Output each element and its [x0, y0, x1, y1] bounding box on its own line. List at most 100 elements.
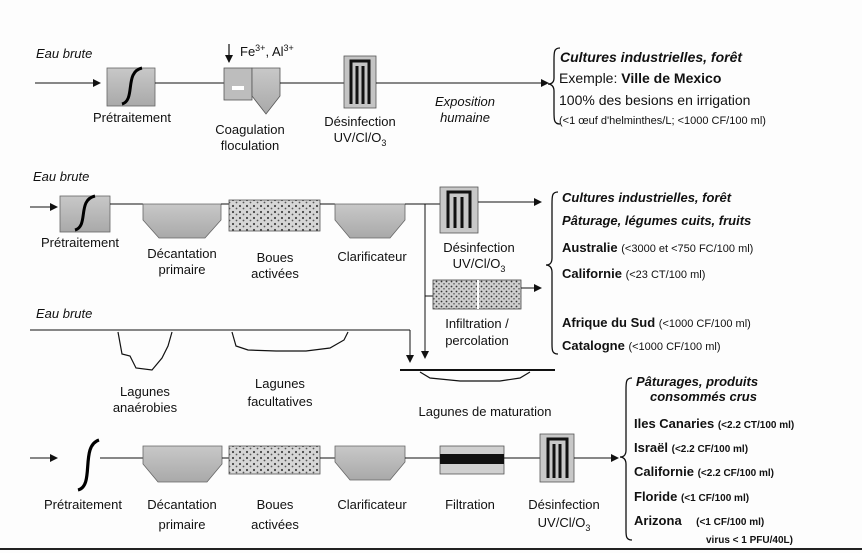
r4-outcome-brace — [619, 377, 633, 541]
r4-item-3-value: (<1 CF/100 ml) — [680, 493, 750, 504]
r4-disinfection-agents-sub: 3 — [585, 523, 591, 533]
r4-item-3-name: Floride — [634, 489, 678, 504]
r4-clarifier — [334, 445, 406, 481]
r2-uv-unit — [439, 186, 479, 234]
r4-clarifier-label: Clarificateur — [337, 497, 407, 512]
r4-outcome-item-4: Arizona (<1 CF/100 ml) — [634, 513, 764, 530]
r2-clarifier — [334, 203, 406, 239]
r3-maturation-lagoon — [419, 371, 531, 382]
r4-item-2-name: Californie — [634, 464, 694, 479]
r2-outcome-item-2: Afrique du Sud (<1000 CF/100 ml) — [562, 315, 751, 332]
r2-pretreatment-screen — [74, 194, 96, 232]
r2-input-label: Eau brute — [33, 169, 90, 184]
r1-flocculation-hopper — [251, 67, 281, 115]
r2-infiltration-label-2: percolation — [445, 333, 509, 348]
r2-activated-sludge — [228, 199, 321, 232]
reagent-fe-charge: 3+ — [255, 43, 266, 53]
r2-sludge-label-2: activées — [251, 266, 299, 281]
r3-anaerobic-lagoon — [117, 331, 173, 371]
r2-pretreatment-label: Prétraitement — [41, 235, 120, 250]
r2-item-3-value: (<1000 CF/100 ml) — [628, 341, 721, 353]
r2-outcome-title1: Cultures industrielles, forêt — [562, 190, 732, 205]
r4-item-1-name: Israël — [634, 440, 668, 455]
r1-outcome-title: Cultures industrielles, forêt — [560, 49, 743, 65]
r4-disinfection-agents-text: UV/Cl/O — [537, 515, 586, 530]
r1-exposure-label-2: humaine — [440, 110, 490, 125]
r2-outcome-item-0: Australie (<3000 et <750 FC/100 ml) — [562, 240, 753, 257]
r1-coagulation-tank — [223, 67, 253, 101]
r3-anaerobic-label-2: anaérobies — [112, 400, 178, 415]
r4-item-4-name: Arizona — [634, 513, 682, 528]
r2-outcome-title2: Pâturage, légumes cuits, fruits — [562, 213, 752, 228]
reagent-label: Fe3+, Al3+ — [240, 43, 294, 61]
r1-outcome-example: Exemple: Ville de Mexico — [559, 71, 721, 86]
r2-disinfection-agents-text: UV/Cl/O — [452, 256, 501, 271]
reagent-fe: Fe — [240, 44, 256, 59]
r4-pretreatment-screen — [77, 438, 100, 492]
r1-pretreatment-label: Prétraitement — [92, 110, 172, 125]
r4-outcome-item-3: Floride (<1 CF/100 ml) — [634, 489, 749, 506]
r4-filter — [439, 445, 505, 475]
r2-item-2-value: (<1000 CF/100 ml) — [658, 318, 751, 330]
r2-disinfection-label: Désinfection — [443, 240, 515, 255]
r1-coagulation-label: Coagulation — [215, 122, 285, 137]
r3-maturation-label: Lagunes de maturation — [418, 404, 552, 419]
r1-example-label: Exemple: — [559, 70, 622, 86]
r2-outcome-item-1: Californie (<23 CT/100 ml) — [562, 266, 705, 283]
r2-primary-label-2: primaire — [158, 262, 206, 277]
r4-activated-sludge — [228, 445, 321, 475]
r4-pretreatment-label: Prétraitement — [43, 497, 123, 512]
r2-outcome-brace — [545, 191, 559, 355]
reagent-al: Al — [271, 44, 284, 59]
r1-outcome-line2: 100% des besions en irrigation — [559, 92, 751, 108]
r1-disinfection-label: Désinfection — [324, 114, 396, 129]
r4-item-0-value: (<2.2 CT/100 ml) — [717, 420, 795, 431]
r4-disinfection-agents: UV/Cl/O3 — [514, 515, 614, 533]
r2-item-0-name: Australie — [562, 240, 618, 255]
r1-example-value: Ville de Mexico — [621, 70, 722, 86]
r2-clarifier-label: Clarificateur — [337, 249, 407, 264]
r4-filtration-label: Filtration — [445, 497, 495, 512]
r4-outcome-item-2: Californie (<2.2 CF/100 ml) — [634, 464, 774, 481]
r2-outcome-item-3: Catalogne (<1000 CF/100 ml) — [562, 338, 720, 355]
r4-item-1-value: (<2.2 CF/100 ml) — [671, 444, 749, 455]
r1-flocculation-label: floculation — [220, 138, 280, 153]
r4-primary-label: Décantation — [147, 497, 217, 512]
r3-input-label: Eau brute — [36, 306, 93, 321]
r1-exposure-label: Exposition — [435, 94, 495, 109]
r4-sludge-label: Boues — [256, 497, 294, 512]
r1-coagulation-mixer — [232, 86, 244, 90]
r1-disinfection-agents-text: UV/Cl/O — [333, 130, 382, 145]
r1-outcome-line3: (<1 œuf d'helminthes/L; <1000 CF/100 ml) — [559, 115, 766, 127]
r4-disinfection-label: Désinfection — [528, 497, 600, 512]
r2-disinfection-agents: UV/Cl/O3 — [429, 256, 529, 274]
r2-item-1-value: (<23 CT/100 ml) — [625, 269, 706, 281]
r3-anaerobic-label: Lagunes — [120, 384, 170, 399]
r2-item-2-name: Afrique du Sud — [562, 315, 656, 330]
r4-outcome-item-0: Iles Canaries (<2.2 CT/100 ml) — [634, 416, 794, 433]
r2-infiltration-label: Infiltration / — [445, 316, 509, 331]
r2-disinfection-agents-sub: 3 — [500, 264, 506, 274]
r2-pretreatment-tank — [59, 195, 111, 233]
r4-item-4-value: (<1 CF/100 ml) — [696, 517, 765, 528]
r4-outcome-title2: consommés crus — [650, 389, 757, 404]
r1-outcome-brace — [547, 47, 561, 125]
reagent-sep: , — [265, 44, 272, 59]
r4-outcome-virus: virus < 1 PFU/40L) — [706, 535, 793, 546]
r3-facultative-lagoon — [231, 331, 349, 352]
r2-sludge-label: Boues — [256, 250, 294, 265]
r3-facultative-label: Lagunes — [255, 376, 305, 391]
r2-item-1-name: Californie — [562, 266, 622, 281]
r4-outcome-item-1: Israël (<2.2 CF/100 ml) — [634, 440, 748, 457]
r4-sludge-label-2: activées — [251, 517, 299, 532]
r4-outcome-title1: Pâturages, produits — [636, 374, 759, 389]
r4-primary-settler — [142, 445, 223, 483]
r4-item-0-name: Iles Canaries — [634, 416, 715, 431]
reagent-al-charge: 3+ — [283, 43, 294, 53]
r1-pretreatment-screen — [121, 66, 143, 106]
r2-item-0-value: (<3000 et <750 FC/100 ml) — [621, 243, 754, 255]
r2-item-3-name: Catalogne — [562, 338, 625, 353]
r4-uv-unit — [539, 433, 575, 483]
